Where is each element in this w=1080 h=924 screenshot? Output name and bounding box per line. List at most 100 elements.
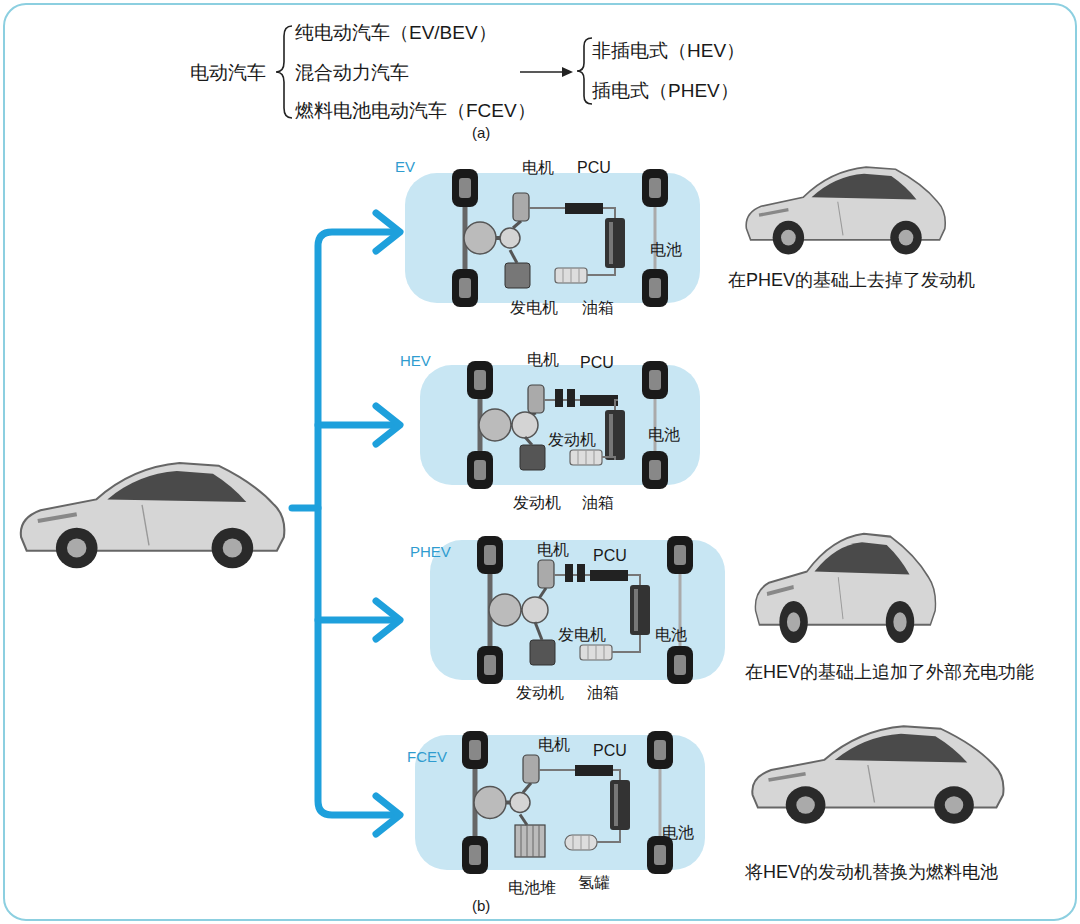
wheel-hub (674, 655, 686, 675)
wheel-hub (484, 545, 496, 565)
tank-rib (581, 835, 582, 850)
category-text: 纯电动汽车（EV/BEV） (295, 22, 497, 45)
part-name: 发动机 (513, 493, 561, 512)
stack-plate (527, 825, 528, 857)
battery-symbol (605, 410, 625, 460)
battery-highlight (609, 222, 613, 264)
battery-symbol (610, 780, 630, 830)
pcu-symbol (565, 203, 603, 214)
battery-highlight (609, 414, 613, 456)
power-cable (529, 207, 565, 209)
tank-rib (594, 450, 595, 465)
wheel (667, 646, 693, 684)
wheel-hub (469, 740, 481, 760)
wheel-hub (474, 460, 486, 480)
reduction-gear (522, 597, 548, 623)
differential-gear (464, 222, 496, 254)
fuel-line (587, 268, 615, 275)
tank-rib (571, 268, 572, 283)
wheel-hub (654, 740, 666, 760)
motor-symbol (513, 193, 529, 221)
power-cable (615, 400, 618, 410)
part-name: 电池 (655, 625, 687, 644)
vehicle-type: EV (395, 158, 415, 176)
tank-symbol (580, 645, 612, 660)
wheel (642, 361, 668, 399)
wheel-hub (459, 178, 471, 198)
part-name: 氢罐 (578, 873, 610, 892)
wheel (452, 169, 478, 207)
figure-label: (b) (472, 897, 490, 915)
part-name: 发动机 (548, 430, 596, 449)
power-cable (628, 575, 640, 585)
panel-ground (420, 365, 700, 485)
stack-plate (539, 825, 540, 857)
engine-shaft (510, 250, 517, 263)
wheel-hub (474, 370, 486, 390)
part-name: 油箱 (582, 493, 614, 512)
wheel-hub (649, 370, 661, 390)
battery-highlight (634, 589, 638, 631)
battery-symbol (630, 585, 650, 635)
tank-symbol (555, 268, 587, 283)
part-name: 发动机 (516, 683, 564, 702)
engine-symbol (530, 640, 555, 665)
vehicle-panel: EV电机PCU电池发电机油箱 (385, 148, 715, 323)
motor-symbol (523, 755, 539, 783)
category-text: 电动汽车 (190, 62, 266, 85)
differential-gear (474, 787, 506, 819)
differential-gear (479, 409, 511, 441)
pcu-symbol (590, 570, 628, 581)
fuel-line (602, 457, 615, 460)
wheel-hub (674, 545, 686, 565)
part-name: PCU (577, 158, 611, 177)
part-name: 发电机 (558, 625, 606, 644)
part-name: PCU (580, 353, 614, 372)
part-name: 油箱 (587, 683, 619, 702)
wheel-hub (484, 655, 496, 675)
engine-shaft (525, 437, 532, 445)
part-name: PCU (593, 741, 627, 760)
wheel (462, 836, 488, 874)
tank-rib (588, 645, 589, 660)
vehicle-type: HEV (400, 352, 431, 370)
wheel-hub (649, 278, 661, 298)
wheel (467, 451, 493, 489)
battery-symbol (605, 218, 625, 268)
converter-block (555, 389, 563, 407)
category-text: 插电式（PHEV） (592, 80, 739, 103)
vehicle-panel: PHEV电机PCU发电机电池发动机油箱 (390, 528, 735, 708)
part-name: 电池 (648, 425, 680, 444)
part-name: 电机 (538, 735, 570, 754)
tank-rib (563, 268, 564, 283)
fuel-line (597, 830, 620, 842)
wheel (642, 451, 668, 489)
tank-symbol (565, 835, 597, 850)
power-cable (603, 208, 615, 218)
part-name: 电池 (662, 823, 694, 842)
tank-rib (573, 835, 574, 850)
part-name: 电机 (527, 350, 559, 369)
power-cable (539, 769, 575, 771)
wheel (647, 731, 673, 769)
part-name: 发电机 (510, 298, 558, 317)
wheel (667, 536, 693, 574)
converter-block (577, 564, 585, 582)
converter-block (565, 564, 573, 582)
stack-plate (533, 825, 534, 857)
category-text: 燃料电池电动汽车（FCEV） (295, 100, 536, 123)
panel-ground (430, 540, 725, 680)
part-name: 电机 (537, 540, 569, 559)
power-cable (613, 770, 620, 780)
tank-rib (578, 450, 579, 465)
wheel (462, 731, 488, 769)
reduction-gear (510, 793, 530, 813)
engine-shaft (535, 622, 542, 640)
fuel-cell-stack (515, 825, 545, 857)
motor-shaft (513, 221, 521, 228)
wheel-hub (469, 845, 481, 865)
vehicle-type: FCEV (407, 748, 447, 766)
wheel (477, 536, 503, 574)
wheel-hub (459, 278, 471, 298)
